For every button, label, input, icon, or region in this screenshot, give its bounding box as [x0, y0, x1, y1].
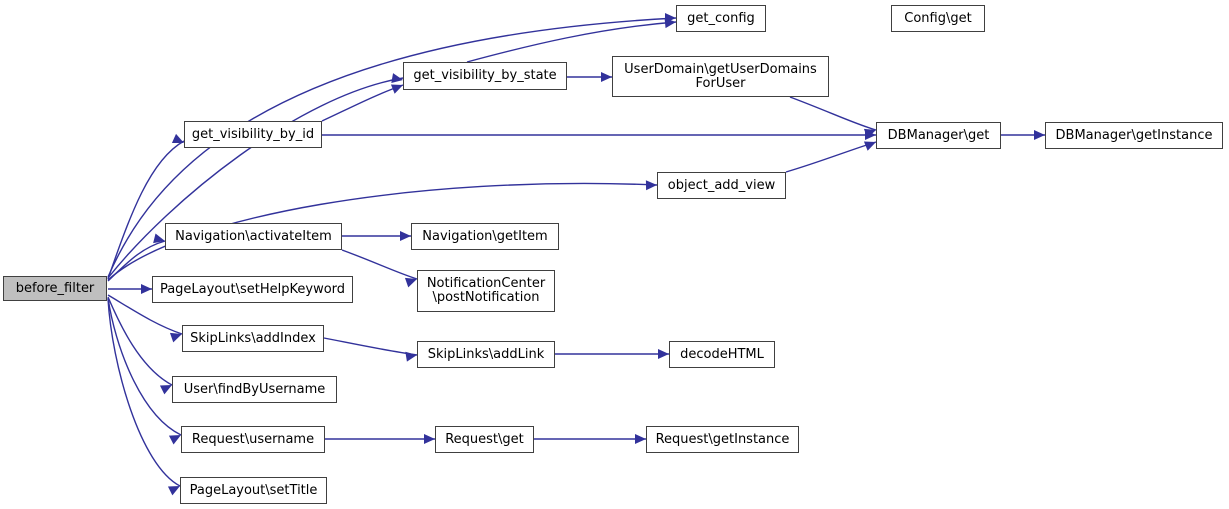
graph-node-label: get_visibility_by_id [191, 126, 315, 142]
graph-node-label: PageLayout\setTitle [189, 482, 318, 498]
graph-node-skiplinks_addlink[interactable]: SkipLinks\addLink [417, 341, 555, 368]
graph-node-skiplinks_addindex[interactable]: SkipLinks\addIndex [182, 325, 324, 352]
graph-node-request_username[interactable]: Request\username [181, 426, 325, 453]
graph-node-pagelayout_sethelp[interactable]: PageLayout\setHelpKeyword [152, 276, 353, 303]
graph-edge-skiplinks_addindex-to-skiplinks_addlink [323, 337, 418, 356]
graph-node-decodehtml[interactable]: decodeHTML [669, 341, 775, 368]
graph-arrowhead [391, 73, 403, 83]
graph-node-user_findbyusername[interactable]: User\findByUsername [172, 376, 337, 403]
graph-node-label: User\findByUsername [183, 381, 326, 397]
graph-arrowhead [405, 351, 417, 362]
graph-node-request_get[interactable]: Request\get [435, 426, 534, 453]
graph-node-label: UserDomain\getUserDomains ForUser [624, 61, 817, 91]
graph-node-get_visibility_by_id[interactable]: get_visibility_by_id [184, 121, 322, 148]
graph-node-label: Navigation\activateItem [175, 228, 332, 244]
graph-edge-before_filter-to-get_visibility_by_id [107, 140, 185, 280]
graph-node-nav_activateitem[interactable]: Navigation\activateItem [165, 223, 342, 250]
graph-arrowhead [645, 180, 657, 191]
graph-arrowhead [1034, 130, 1045, 140]
graph-node-dbmanager_getinstance[interactable]: DBManager\getInstance [1045, 122, 1223, 149]
graph-node-label: SkipLinks\addIndex [190, 330, 316, 346]
graph-node-nav_getitem[interactable]: Navigation\getItem [411, 223, 559, 250]
graph-node-label: Request\getInstance [655, 431, 790, 447]
graph-arrowhead [665, 13, 676, 23]
graph-node-pagelayout_settitle[interactable]: PageLayout\setTitle [180, 477, 327, 504]
graph-node-notificationcenter_post[interactable]: NotificationCenter \postNotification [417, 270, 555, 312]
graph-node-label: PageLayout\setHelpKeyword [159, 281, 346, 297]
graph-arrowhead [400, 231, 411, 241]
graph-node-label: get_visibility_by_state [413, 68, 557, 83]
graph-node-label: DBManager\get [887, 127, 990, 143]
graph-arrowhead [635, 434, 646, 444]
graph-node-label: before_filter [15, 280, 95, 296]
graph-node-dbmanager_get[interactable]: DBManager\get [876, 122, 1001, 149]
graph-edge-before_filter-to-user_findbyusername [107, 296, 173, 386]
graph-node-userdomain_getdomains[interactable]: UserDomain\getUserDomains ForUser [612, 56, 829, 97]
graph-arrowhead [664, 18, 676, 29]
graph-node-object_add_view[interactable]: object_add_view [657, 172, 786, 199]
graph-node-get_config[interactable]: get_config [676, 5, 766, 32]
graph-node-label: Config\get [904, 10, 972, 26]
graph-edge-nav_activateitem-to-notificationcenter_post [341, 249, 418, 280]
graph-node-label: Request\get [445, 431, 524, 447]
graph-edge-userdomain_getdomains-to-dbmanager_get [789, 96, 877, 131]
graph-node-request_getinstance[interactable]: Request\getInstance [646, 426, 799, 453]
graph-node-get_visibility_by_state[interactable]: get_visibility_by_state [403, 62, 567, 90]
graph-edge-before_filter-to-nav_activateitem [107, 240, 166, 282]
graph-node-label: Navigation\getItem [422, 228, 548, 244]
graph-node-label: get_config [687, 10, 755, 26]
graph-arrowhead [865, 130, 876, 140]
graph-node-label: DBManager\getInstance [1055, 127, 1213, 143]
graph-node-label: object_add_view [667, 177, 776, 193]
graph-arrowhead [658, 349, 669, 359]
graph-node-label: Request\username [191, 431, 315, 447]
graph-node-before_filter[interactable]: before_filter [3, 276, 107, 301]
graph-node-label: NotificationCenter \postNotification [426, 276, 546, 305]
graph-node-label: decodeHTML [680, 346, 764, 362]
graph-arrowhead [424, 434, 435, 444]
graph-edge-object_add_view-to-dbmanager_get [785, 141, 877, 173]
graph-node-config_get[interactable]: Config\get [891, 5, 985, 32]
graph-edge-before_filter-to-pagelayout_settitle [107, 298, 181, 487]
graph-edge-before_filter-to-request_username [107, 297, 182, 436]
graph-edge-get_visibility_by_id-to-get_visibility_by_state [321, 84, 404, 122]
graph-node-label: SkipLinks\addLink [427, 346, 545, 362]
graph-arrowhead [141, 284, 152, 294]
graph-arrowhead [601, 72, 612, 82]
